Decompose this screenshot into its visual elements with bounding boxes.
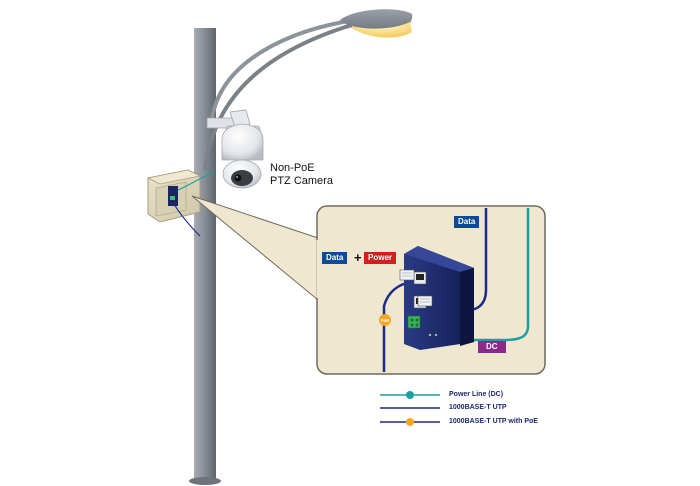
data-tag-top: Data (454, 216, 480, 228)
legend-dot-orange (406, 418, 414, 426)
poe-dot-label: PoE (381, 318, 390, 323)
legend-label-poe: 1000BASE-T UTP with PoE (449, 418, 538, 425)
legend-label-utp: 1000BASE-T UTP (449, 404, 507, 411)
power-tag: Power (364, 252, 397, 264)
legend-lines (380, 391, 440, 426)
street-pole (189, 28, 221, 485)
poe-indicator: PoE (379, 314, 391, 326)
plus-sign: + (354, 250, 362, 265)
rj45-plug-data (417, 295, 433, 307)
street-lamp (340, 9, 413, 38)
dc-tag: DC (478, 341, 506, 353)
camera-label-line1: Non-PoE (270, 162, 315, 174)
lamp-arm (203, 18, 356, 171)
media-converter-device (404, 246, 474, 350)
legend-label-dc: Power Line (DC) (449, 391, 504, 398)
ptz-camera (206, 109, 264, 189)
legend-dot-teal (406, 391, 414, 399)
enclosure-box (146, 169, 215, 237)
camera-label-line2: PTZ Camera (270, 175, 333, 187)
camera-label: Non-PoE PTZ Camera (270, 162, 333, 188)
data-tag-left: Data (322, 252, 348, 264)
rj45-plug-poe (399, 269, 415, 281)
